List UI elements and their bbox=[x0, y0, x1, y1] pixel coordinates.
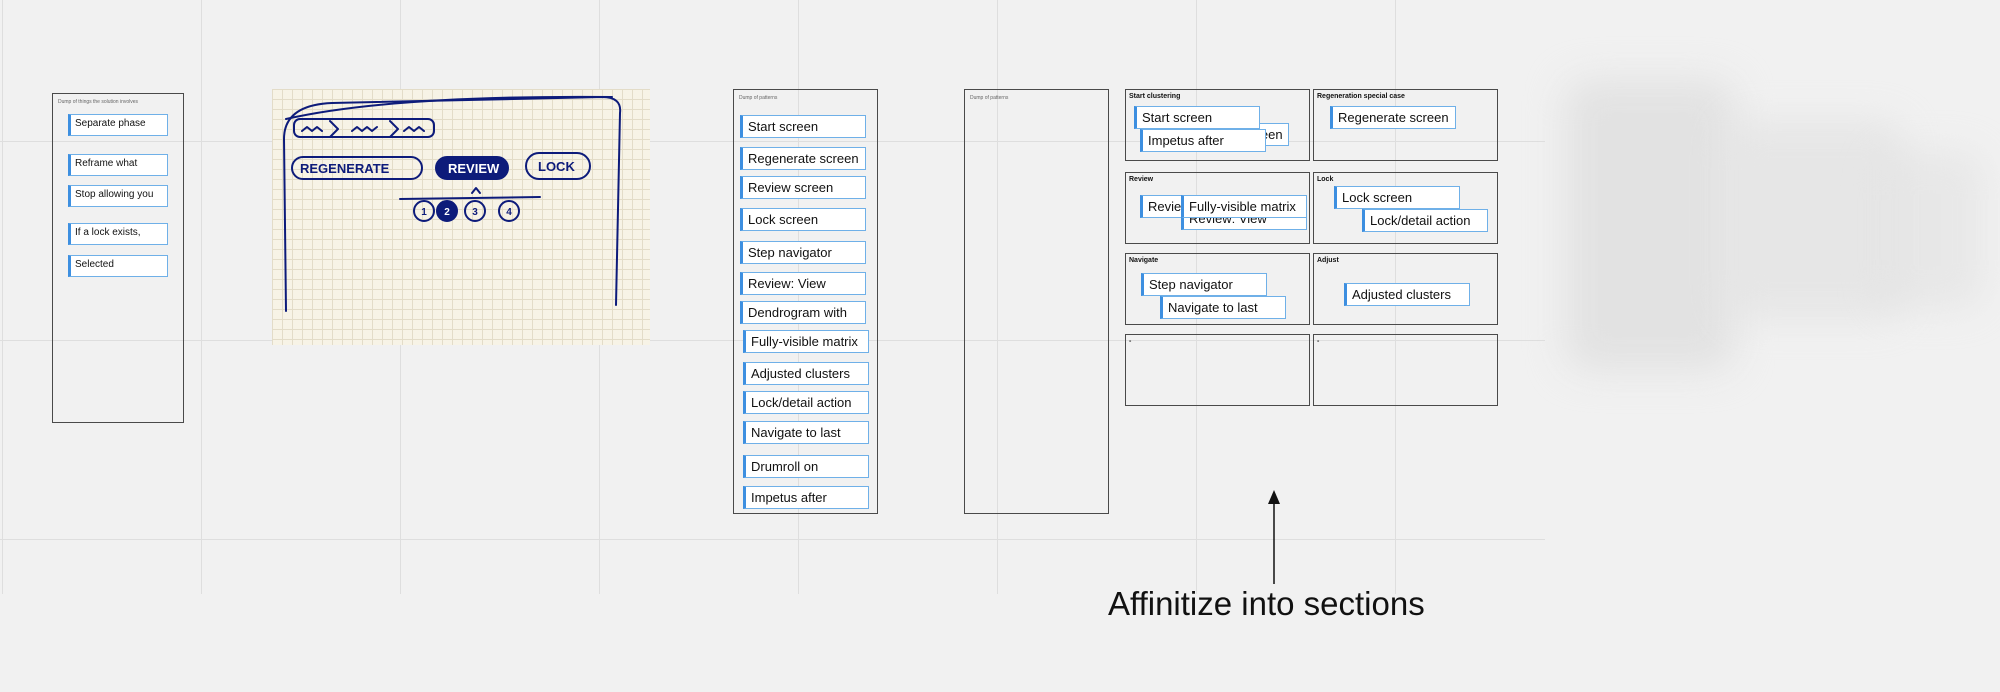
sticky-note[interactable]: Adjusted clusters bbox=[1344, 283, 1470, 306]
sticky-note[interactable]: Fully-visible matrix bbox=[743, 330, 869, 353]
section-title: Regeneration special case bbox=[1317, 93, 1405, 100]
sticky-note[interactable]: Start screen bbox=[740, 115, 866, 138]
sticky-note[interactable]: Lock screen bbox=[1334, 186, 1460, 209]
sticky-note[interactable]: Start screen bbox=[1134, 106, 1260, 129]
frame-title: Dump of things the solution involves bbox=[58, 99, 139, 105]
sticky-note[interactable]: Navigate to last bbox=[1160, 296, 1286, 319]
section-empty-left[interactable]: - bbox=[1125, 334, 1310, 406]
sticky-note[interactable]: Step navigator bbox=[1141, 273, 1267, 296]
sticky-note[interactable]: Regenerate screen bbox=[740, 147, 866, 170]
sketch-label-review: REVIEW bbox=[448, 161, 500, 176]
blurred-canvas-area bbox=[1545, 0, 2000, 594]
sticky-note[interactable]: Reframe what bbox=[68, 154, 168, 176]
annotation-text: Affinitize into sections bbox=[1108, 585, 1425, 622]
sticky-note[interactable]: Lock/detail action bbox=[1362, 209, 1488, 232]
sticky-note[interactable]: Review: View bbox=[740, 272, 866, 295]
sketch-drawing: REGENERATE REVIEW LOCK 1 2 3 4 bbox=[283, 95, 622, 312]
sticky-note[interactable]: Step navigator bbox=[740, 241, 866, 264]
sketch-label-regenerate: REGENERATE bbox=[300, 161, 390, 176]
section-review[interactable]: Review Review screen Review: View Fully-… bbox=[1125, 172, 1310, 244]
empty-patterns-frame[interactable]: Dump of patterns bbox=[964, 89, 1109, 514]
section-empty-right[interactable]: - bbox=[1313, 334, 1498, 406]
wireframe-sketch-image[interactable]: REGENERATE REVIEW LOCK 1 2 3 4 bbox=[272, 89, 650, 345]
section-title: Review bbox=[1129, 176, 1154, 183]
section-title: - bbox=[1129, 338, 1132, 345]
sticky-note[interactable]: Impetus after bbox=[743, 486, 869, 509]
sticky-note[interactable]: Selected bbox=[68, 255, 168, 277]
section-title: - bbox=[1317, 338, 1320, 345]
whiteboard-canvas[interactable]: Dump of things the solution involves Sep… bbox=[0, 0, 1545, 622]
frame-title: Dump of patterns bbox=[970, 95, 1009, 101]
section-title: Adjust bbox=[1317, 257, 1339, 264]
sketch-label-lock: LOCK bbox=[538, 159, 575, 174]
sketch-step-3: 3 bbox=[472, 207, 478, 218]
arrow-up-icon bbox=[1268, 490, 1280, 584]
sketch-step-1: 1 bbox=[421, 207, 427, 218]
sticky-note[interactable]: Lock/detail action bbox=[743, 391, 869, 414]
sticky-note[interactable]: Dendrogram with bbox=[740, 301, 866, 324]
sketch-step-2: 2 bbox=[444, 207, 450, 218]
sticky-note[interactable]: Impetus after bbox=[1140, 129, 1266, 152]
sketch-step-4: 4 bbox=[506, 207, 512, 218]
sticky-note[interactable]: Lock screen bbox=[740, 208, 866, 231]
section-regeneration-special-case[interactable]: Regeneration special case Regenerate scr… bbox=[1313, 89, 1498, 161]
sticky-note[interactable]: Navigate to last bbox=[743, 421, 869, 444]
sticky-note[interactable]: Drumroll on bbox=[743, 455, 869, 478]
section-title: Start clustering bbox=[1129, 93, 1181, 100]
sticky-note[interactable]: Regenerate screen bbox=[1330, 106, 1456, 129]
brainstorm-frame[interactable]: Dump of things the solution involves Sep… bbox=[52, 93, 184, 423]
sticky-note[interactable]: Stop allowing you bbox=[68, 185, 168, 207]
section-title: Lock bbox=[1317, 176, 1334, 183]
patterns-frame[interactable]: Dump of patterns Start screen Regenerate… bbox=[733, 89, 878, 514]
sticky-note[interactable]: Separate phase bbox=[68, 114, 168, 136]
sticky-note[interactable]: Fully-visible matrix bbox=[1181, 195, 1307, 218]
sticky-note[interactable]: Review screen bbox=[740, 176, 866, 199]
section-lock[interactable]: Lock Lock screen Lock/detail action bbox=[1313, 172, 1498, 244]
section-navigate[interactable]: Navigate Step navigator Navigate to last bbox=[1125, 253, 1310, 325]
section-adjust[interactable]: Adjust Adjusted clusters bbox=[1313, 253, 1498, 325]
sticky-note[interactable]: Adjusted clusters bbox=[743, 362, 869, 385]
sticky-note[interactable]: If a lock exists, bbox=[68, 223, 168, 245]
section-start-clustering[interactable]: Start clustering Regenerate screen Start… bbox=[1125, 89, 1310, 161]
frame-title: Dump of patterns bbox=[739, 95, 778, 101]
section-title: Navigate bbox=[1129, 257, 1159, 264]
